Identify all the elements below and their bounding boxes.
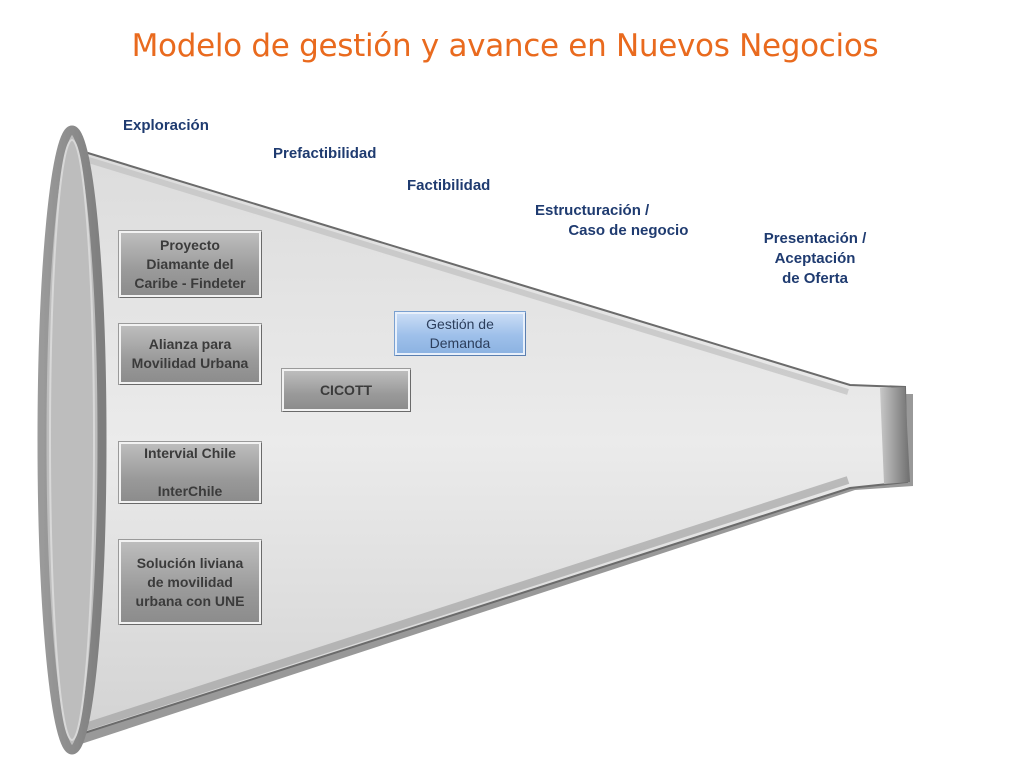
funnel-bottom-edge bbox=[80, 476, 850, 732]
box-proyecto-diamante: Proyecto Diamante del Caribe - Findeter bbox=[119, 231, 261, 297]
stage-exploracion: Exploración bbox=[123, 117, 209, 134]
funnel-spout bbox=[880, 387, 910, 484]
box-cicott: CICOTT bbox=[282, 369, 410, 411]
funnel-rim bbox=[37, 125, 107, 755]
stage-presentacion: Presentación / Aceptación de Oferta bbox=[763, 230, 867, 287]
box-gestion-demanda: Gestión de Demanda bbox=[395, 312, 525, 355]
funnel-rim-inner bbox=[49, 139, 95, 741]
stage-factibilidad: Factibilidad bbox=[407, 177, 491, 194]
funnel-top-edge bbox=[81, 155, 849, 395]
box-alianza-movilidad: Alianza para Movilidad Urbana bbox=[119, 324, 261, 384]
page-title: Modelo de gestión y avance en Nuevos Neg… bbox=[131, 28, 879, 64]
stage-estructuracion: Estructuración / Caso de negocio bbox=[535, 202, 689, 239]
box-intervial-chile: Intervial Chile InterChile bbox=[119, 442, 261, 503]
stage-prefactibilidad: Prefactibilidad bbox=[273, 145, 377, 162]
box-solucion-liviana: Solución liviana de movilidad urbana con… bbox=[119, 540, 261, 624]
